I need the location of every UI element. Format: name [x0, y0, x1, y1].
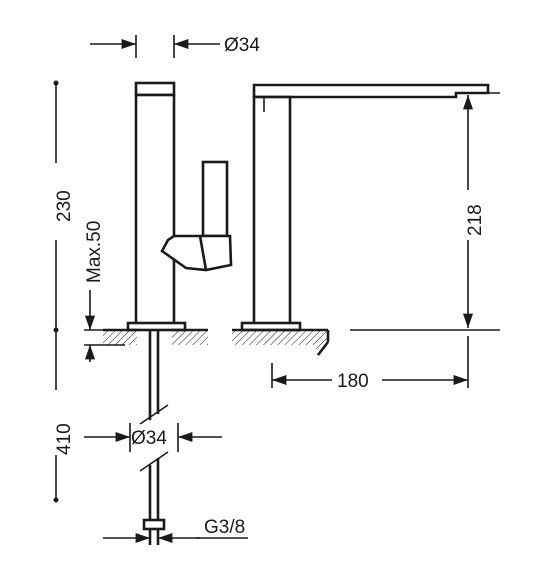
mixer-side-view	[126, 81, 233, 332]
mixer-front-view	[240, 83, 490, 332]
top-diameter-dimension: Ø34	[90, 35, 260, 58]
max-deck-thickness-label: Max.50	[84, 221, 105, 283]
supply-shank	[139, 330, 169, 545]
connection-thread-dimension: G3/8	[103, 517, 248, 544]
spout-reach-label: 180	[337, 371, 369, 392]
deck-left	[103, 328, 208, 345]
spout-height-label: 218	[465, 204, 486, 236]
spout-height-dimension: 218	[350, 92, 500, 331]
left-height-dimensions: 230 410 Max.50	[53, 80, 125, 503]
height-above-deck-label: 230	[54, 190, 75, 222]
shank-diameter-label: Ø34	[131, 428, 167, 449]
below-deck-length-label: 410	[54, 423, 75, 455]
top-diameter-label: Ø34	[224, 35, 260, 56]
deck-right	[232, 328, 330, 356]
spout-reach-dimension: 180	[271, 336, 469, 392]
connection-thread-label: G3/8	[204, 517, 245, 538]
shank-diameter-dimension: Ø34	[84, 423, 222, 452]
